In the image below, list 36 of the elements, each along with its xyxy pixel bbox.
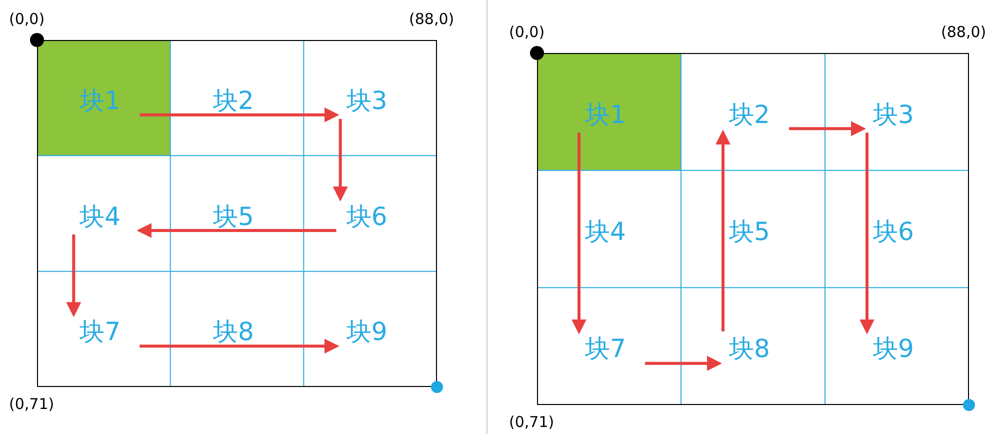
block-label: 块3 <box>863 96 933 133</box>
coordinate-label: (88,0) <box>409 10 454 28</box>
block-label: 块8 <box>203 314 273 350</box>
arrow <box>572 132 586 334</box>
block-label: 块3 <box>336 82 406 119</box>
arrow <box>860 132 874 334</box>
grid-board <box>537 53 969 405</box>
block-label: 块6 <box>336 198 406 234</box>
block-label: 块8 <box>719 331 789 368</box>
block-label: 块2 <box>719 96 789 133</box>
block-label: 块1 <box>70 82 140 119</box>
block-label: 块5 <box>719 214 789 250</box>
block-label: 块4 <box>70 198 140 234</box>
block-label: 块1 <box>575 96 645 133</box>
block-label: 块6 <box>863 214 933 250</box>
coordinate-label: (0,0) <box>509 23 545 41</box>
arrow <box>645 356 722 371</box>
block-label: 块7 <box>70 314 140 350</box>
arrow <box>332 118 348 202</box>
arrow <box>716 130 730 332</box>
block-label: 块7 <box>575 331 645 368</box>
block-label: 块4 <box>575 214 645 250</box>
coordinate-label: (0,0) <box>9 10 45 28</box>
block-label: 块9 <box>863 331 933 368</box>
block-label: 块2 <box>203 82 273 119</box>
grid-board <box>37 40 437 387</box>
coordinate-label: (0,71) <box>509 413 554 431</box>
block-label: 块5 <box>203 198 273 234</box>
coordinate-label: (0,71) <box>9 395 54 413</box>
arrow <box>140 338 340 354</box>
arrow <box>66 234 82 318</box>
coordinate-label: (88,0) <box>941 23 986 41</box>
block-label: 块9 <box>336 314 406 350</box>
arrow <box>789 121 866 136</box>
arrow <box>140 107 340 122</box>
arrow <box>136 223 336 238</box>
